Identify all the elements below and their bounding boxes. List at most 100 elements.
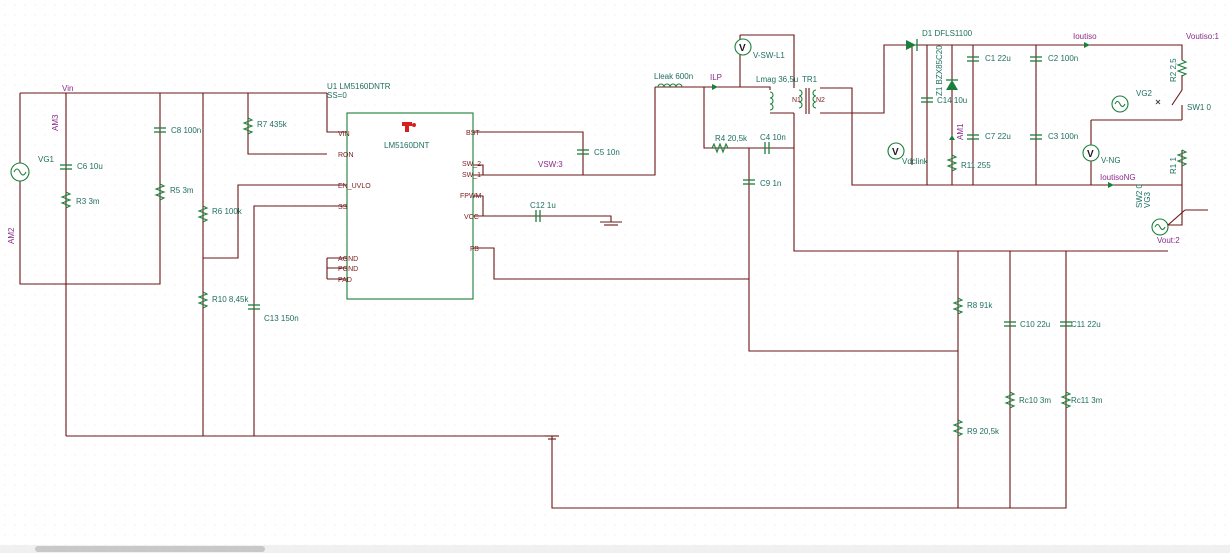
switch-sw2[interactable] [1167, 209, 1186, 226]
label-r6: R6 100k [212, 207, 243, 216]
resistor-r10[interactable] [197, 291, 209, 309]
label-c5: C5 10n [594, 148, 620, 157]
label-r9: R9 20,5k [967, 427, 1000, 436]
resistor-r4[interactable] [711, 142, 729, 154]
resistor-r8[interactable] [952, 297, 964, 315]
resistor-rc10[interactable] [1004, 391, 1016, 409]
label-vdclink: Vdclink [902, 157, 929, 166]
label-rc10: Rc10 3m [1019, 396, 1051, 405]
scrollbar-thumb[interactable] [35, 546, 265, 552]
label-r3: R3 3m [76, 197, 100, 206]
resistor-r11[interactable] [946, 154, 958, 172]
label-r4: R4 20,5k [715, 134, 748, 143]
label-r1: R1 1 [1169, 157, 1178, 174]
label-vg1: VG1 [38, 155, 55, 164]
resistor-r9[interactable] [952, 419, 964, 437]
pin-vin: VIN [338, 131, 350, 138]
ground-symbol-main [545, 435, 559, 440]
voltage-source-vg3[interactable] [1151, 218, 1169, 236]
label-c8: C8 100n [171, 126, 201, 135]
labels: Vin AM3 VG1 C6 10u R3 3m AM2 C8 100n R5 … [7, 29, 1219, 436]
label-vng: V-NG [1101, 156, 1121, 165]
capacitor-c1[interactable] [967, 56, 979, 62]
label-u1-param: SS=0 [327, 91, 347, 100]
label-vg3: VG3 [1143, 191, 1152, 208]
label-c2: C2 100n [1048, 54, 1078, 63]
inductor-lleak[interactable] [657, 83, 683, 88]
capacitor-c8[interactable] [154, 127, 166, 133]
svg-text:V: V [739, 43, 746, 54]
voltage-source-vg2[interactable] [1111, 95, 1129, 113]
pin-fpwm: FPWM [460, 193, 482, 200]
capacitor-c13[interactable] [248, 304, 260, 310]
transformer-tr1[interactable] [798, 88, 817, 114]
label-vout2: Vout:2 [1157, 236, 1180, 245]
label-r7: R7 435k [257, 120, 288, 129]
resistor-rc11[interactable] [1060, 391, 1072, 409]
label-r10: R10 8,45k [212, 295, 249, 304]
ti-logo [402, 122, 416, 132]
label-voutiso: Voutiso:1 [1186, 32, 1219, 41]
zener-z1[interactable] [946, 79, 958, 90]
current-arrow-ilp [712, 84, 718, 90]
label-lleak: Lleak 600n [654, 72, 693, 81]
svg-text:V: V [892, 147, 899, 158]
resistor-r2[interactable] [1176, 59, 1188, 77]
horizontal-scrollbar[interactable] [0, 545, 1230, 553]
pin-en-uvlo: EN_UVLO [338, 183, 371, 190]
label-ic-part: LM5160DNT [384, 141, 429, 150]
label-vin: Vin [62, 84, 73, 93]
label-ioutiso: Ioutiso [1073, 32, 1097, 41]
label-vsw: VSW:3 [538, 160, 563, 169]
label-c10: C10 22u [1020, 320, 1050, 329]
label-c9: C9 1n [760, 179, 781, 188]
voltmeter-vng[interactable]: V [1082, 144, 1100, 162]
capacitor-c3[interactable] [1030, 134, 1042, 140]
voltage-source-vg1[interactable] [10, 162, 30, 182]
label-c11: C11 22u [1071, 320, 1101, 329]
voltmeter-vdclink[interactable]: V [887, 142, 905, 160]
pin-sw2: SW_2 [462, 161, 481, 168]
voltmeter-vswl1[interactable]: V [734, 38, 752, 56]
label-c6: C6 10u [77, 162, 103, 171]
switch-sw1[interactable] [1155, 89, 1183, 106]
capacitor-c4[interactable] [764, 142, 770, 154]
resistor-r1[interactable] [1176, 149, 1188, 167]
label-c14: C14 10u [937, 96, 967, 105]
label-ioutisong: IoutisoNG [1100, 173, 1136, 182]
label-am3: AM3 [51, 114, 60, 131]
capacitor-c7[interactable] [967, 134, 979, 140]
capacitor-c10[interactable] [1004, 321, 1016, 327]
inductor-lmag[interactable] [769, 91, 774, 111]
resistor-r3[interactable] [60, 191, 72, 209]
label-c12: C12 1u [530, 201, 556, 210]
label-vswl1: V-SW-L1 [753, 51, 785, 60]
label-c4: C4 10n [760, 133, 786, 142]
ammeter-am1[interactable] [949, 135, 955, 140]
ground-symbol-c12 [600, 221, 622, 226]
svg-text:V: V [1087, 149, 1094, 160]
resistor-r5[interactable] [154, 183, 166, 201]
diode-d1[interactable] [906, 39, 918, 51]
label-r5: R5 3m [170, 186, 194, 195]
label-r11: R11 255 [961, 161, 991, 170]
label-c1: C1 22u [985, 54, 1011, 63]
capacitor-c6[interactable] [60, 164, 72, 170]
wires [19, 34, 1208, 509]
ic-lm5160[interactable] [346, 112, 474, 300]
resistor-r7[interactable] [242, 117, 254, 135]
capacitor-c14[interactable] [921, 97, 933, 103]
capacitor-c2[interactable] [1030, 56, 1042, 62]
label-am1: AM1 [956, 123, 965, 140]
resistor-r6[interactable] [197, 205, 209, 223]
label-sw2: SW2 0 [1135, 183, 1144, 208]
capacitor-c11[interactable] [1060, 321, 1072, 327]
capacitor-c12[interactable] [535, 210, 541, 222]
current-arrow-ioutiso [1084, 42, 1090, 48]
capacitor-c9[interactable] [743, 179, 755, 185]
label-sw1: SW1 0 [1187, 103, 1212, 112]
label-c3: C3 100n [1048, 132, 1078, 141]
capacitor-c5[interactable] [577, 149, 589, 155]
label-ilp: ILP [710, 73, 722, 82]
